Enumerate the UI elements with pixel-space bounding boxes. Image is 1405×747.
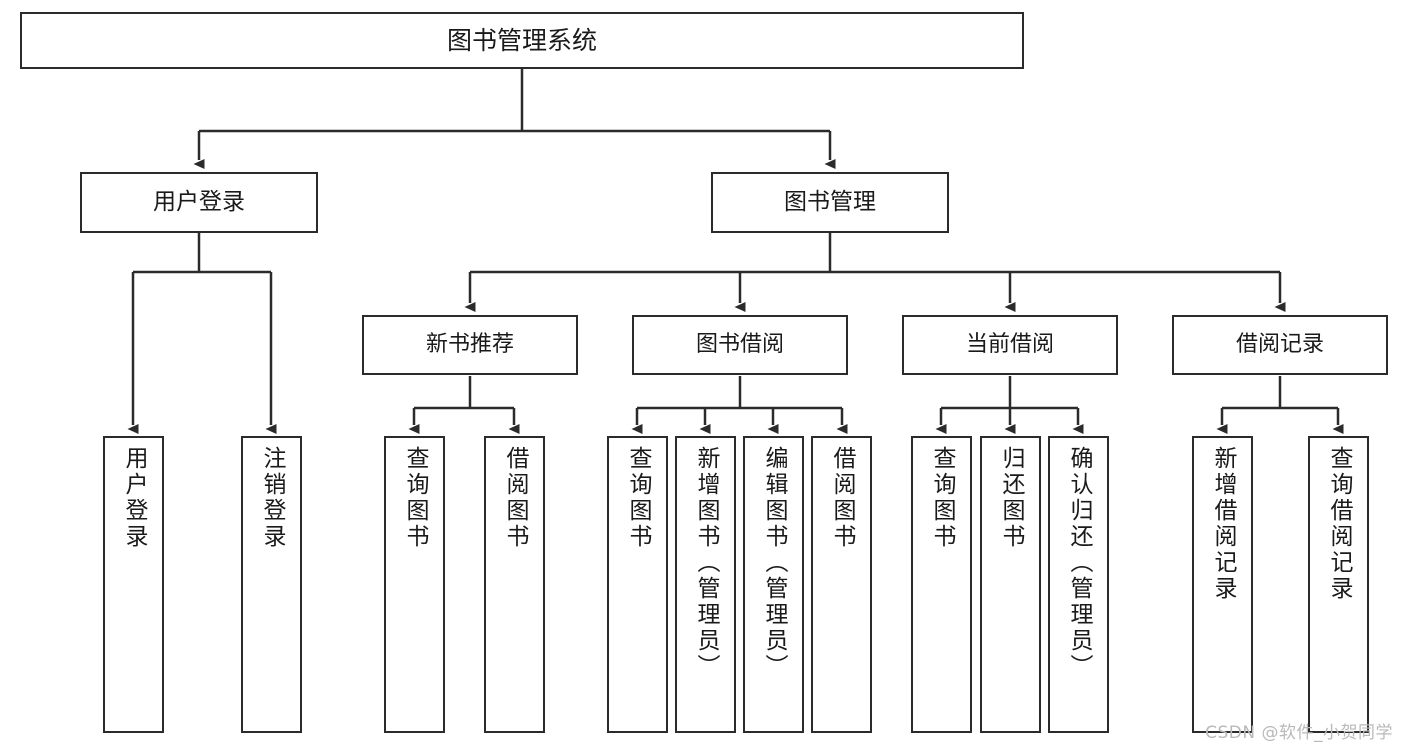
leaf-borrow-query-book[interactable]: 查询图书 [607, 436, 668, 733]
node-label: 查询借阅记录 [1326, 446, 1352, 602]
node-label: 用户登录 [153, 188, 245, 215]
node-label: 新增图书（管理员） [693, 446, 719, 680]
node-label: 确认归还（管理员） [1066, 446, 1092, 680]
node-label: 新增借阅记录 [1210, 446, 1236, 602]
node-label: 图书借阅 [695, 331, 784, 357]
node-user-login[interactable]: 用户登录 [80, 172, 318, 233]
node-book-management[interactable]: 图书管理 [711, 172, 949, 233]
leaf-record-add-record[interactable]: 新增借阅记录 [1192, 436, 1253, 733]
node-label: 当前借阅 [965, 331, 1054, 357]
node-current-borrow[interactable]: 当前借阅 [902, 315, 1118, 375]
node-new-book-recommend[interactable]: 新书推荐 [362, 315, 578, 375]
node-label: 编辑图书（管理员） [761, 446, 787, 680]
node-label: 查询图书 [402, 446, 428, 550]
node-label: 借阅图书 [502, 446, 528, 550]
node-book-borrow[interactable]: 图书借阅 [632, 315, 848, 375]
leaf-recommend-borrow-book[interactable]: 借阅图书 [484, 436, 545, 733]
leaf-record-query-record[interactable]: 查询借阅记录 [1308, 436, 1369, 733]
leaf-current-confirm-return-admin[interactable]: 确认归还（管理员） [1048, 436, 1109, 733]
node-root-system[interactable]: 图书管理系统 [20, 12, 1024, 69]
leaf-recommend-query-book[interactable]: 查询图书 [384, 436, 445, 733]
leaf-borrow-add-book-admin[interactable]: 新增图书（管理员） [675, 436, 736, 733]
node-label: 归还图书 [998, 446, 1024, 550]
leaf-current-query-book[interactable]: 查询图书 [911, 436, 972, 733]
leaf-user-login-logout[interactable]: 注销登录 [241, 436, 302, 733]
leaf-current-return-book[interactable]: 归还图书 [980, 436, 1041, 733]
leaf-user-login-login[interactable]: 用户登录 [103, 436, 164, 733]
node-label: 图书管理系统 [446, 25, 597, 55]
node-label: 借阅记录 [1235, 331, 1324, 357]
node-borrow-record[interactable]: 借阅记录 [1172, 315, 1388, 375]
leaf-borrow-borrow-book[interactable]: 借阅图书 [811, 436, 872, 733]
node-label: 借阅图书 [829, 446, 855, 550]
node-label: 图书管理 [784, 188, 876, 215]
node-label: 新书推荐 [425, 331, 514, 357]
node-label: 查询图书 [625, 446, 651, 550]
node-label: 查询图书 [929, 446, 955, 550]
leaf-borrow-edit-book-admin[interactable]: 编辑图书（管理员） [743, 436, 804, 733]
node-label: 用户登录 [121, 446, 147, 550]
watermark-text: CSDN @软件_小贺同学 [1205, 723, 1393, 743]
node-label: 注销登录 [259, 446, 285, 550]
